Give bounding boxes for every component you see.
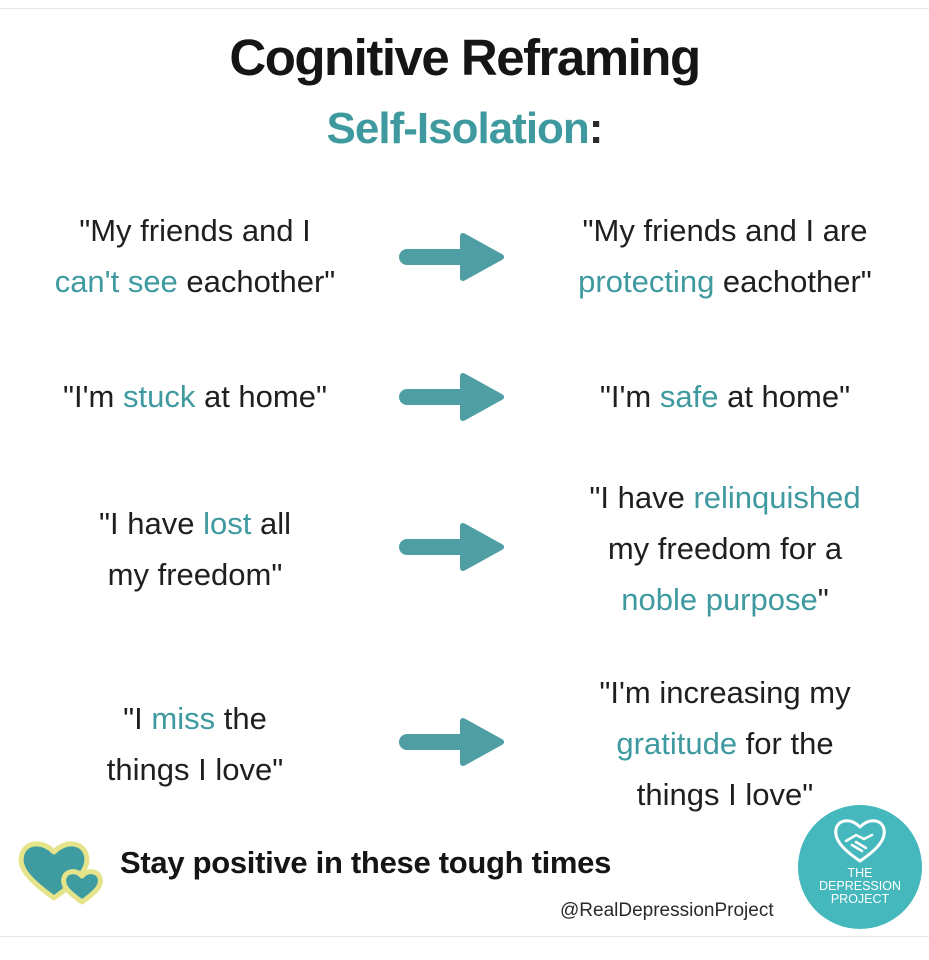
- highlighted-word: miss: [151, 701, 216, 736]
- highlighted-word: stuck: [122, 379, 196, 414]
- row-2-negative-thought: "I'm stuck at home": [10, 371, 380, 422]
- thought-text: eachother": [714, 264, 872, 299]
- thought-line: things I love": [636, 777, 814, 812]
- thought-line: can't see eachother": [10, 256, 380, 307]
- depression-project-logo: THE DEPRESSION PROJECT: [798, 805, 922, 929]
- thought-text: "I have: [589, 480, 694, 515]
- logo-line: DEPRESSION: [819, 879, 901, 893]
- row-2-reframed-thought: "I'm safe at home": [530, 371, 920, 422]
- thought-line: my freedom for a: [607, 531, 843, 566]
- highlighted-word: safe: [659, 379, 719, 414]
- row-1-negative-thought: "My friends and I can't see eachother": [10, 205, 380, 307]
- row-3-reframed-thought: "I have relinquished my freedom for a nobl…: [530, 472, 920, 625]
- thought-line: protecting eachother": [530, 256, 920, 307]
- thought-text: ": [817, 582, 829, 617]
- thought-line: "I miss the: [10, 693, 380, 744]
- thought-text: at home": [718, 379, 851, 414]
- subtitle-colon: :: [588, 104, 604, 153]
- thought-text: at home": [195, 379, 327, 414]
- thought-line: "I'm safe at home": [530, 371, 920, 422]
- social-handle: @RealDepressionProject: [560, 900, 774, 921]
- arrow-right-icon: [397, 520, 505, 574]
- thought-text: for the: [737, 726, 834, 761]
- thought-text: "I'm: [599, 379, 660, 414]
- arrow-right-icon: [397, 715, 505, 769]
- thought-text: "I'm: [63, 379, 123, 414]
- thought-text: "I: [123, 701, 152, 736]
- thought-line: "I'm stuck at home": [10, 371, 380, 422]
- thought-line: my freedom": [107, 557, 283, 592]
- logo-wordmark: THE DEPRESSION PROJECT: [798, 867, 922, 906]
- arrow-right-icon: [397, 370, 505, 424]
- highlighted-word: can't see: [54, 264, 178, 299]
- thought-line: things I love": [106, 752, 284, 787]
- page-subtitle: Self-Isolation:: [0, 104, 929, 154]
- highlighted-word: noble purpose: [621, 582, 818, 617]
- arrow-right-icon: [397, 230, 505, 284]
- thought-line: "I have lost all: [10, 498, 380, 549]
- thought-text: all: [251, 506, 291, 541]
- thought-line: "My friends and I: [79, 213, 311, 248]
- bottom-divider: [0, 936, 929, 937]
- page-title: Cognitive Reframing: [229, 29, 701, 86]
- logo-line: PROJECT: [830, 892, 890, 906]
- handshake-heart-icon: [832, 815, 888, 870]
- thought-text: "I have: [99, 506, 204, 541]
- row-4-negative-thought: "I miss the things I love": [10, 693, 380, 795]
- highlighted-word: relinquished: [693, 480, 861, 515]
- hearts-icon: [16, 836, 106, 906]
- row-1-reframed-thought: "My friends and I are protecting eachothe…: [530, 205, 920, 307]
- thought-text: the: [215, 701, 267, 736]
- thought-line: "I'm increasing my: [599, 675, 851, 710]
- logo-line: THE: [847, 866, 873, 880]
- thought-line: noble purpose": [530, 574, 920, 625]
- thought-line: "My friends and I are: [582, 213, 868, 248]
- thought-text: eachother": [177, 264, 336, 299]
- highlighted-word: gratitude: [616, 726, 738, 761]
- footer-tagline: Stay positive in these tough times: [120, 845, 612, 880]
- row-3-negative-thought: "I have lost all my freedom": [10, 498, 380, 600]
- highlighted-word: lost: [203, 506, 252, 541]
- subtitle-topic: Self-Isolation: [326, 104, 590, 153]
- top-divider: [0, 8, 929, 9]
- thought-line: "I have relinquished: [530, 472, 920, 523]
- thought-line: gratitude for the: [530, 718, 920, 769]
- highlighted-word: protecting: [578, 264, 715, 299]
- row-4-reframed-thought: "I'm increasing my gratitude for the thing…: [530, 667, 920, 820]
